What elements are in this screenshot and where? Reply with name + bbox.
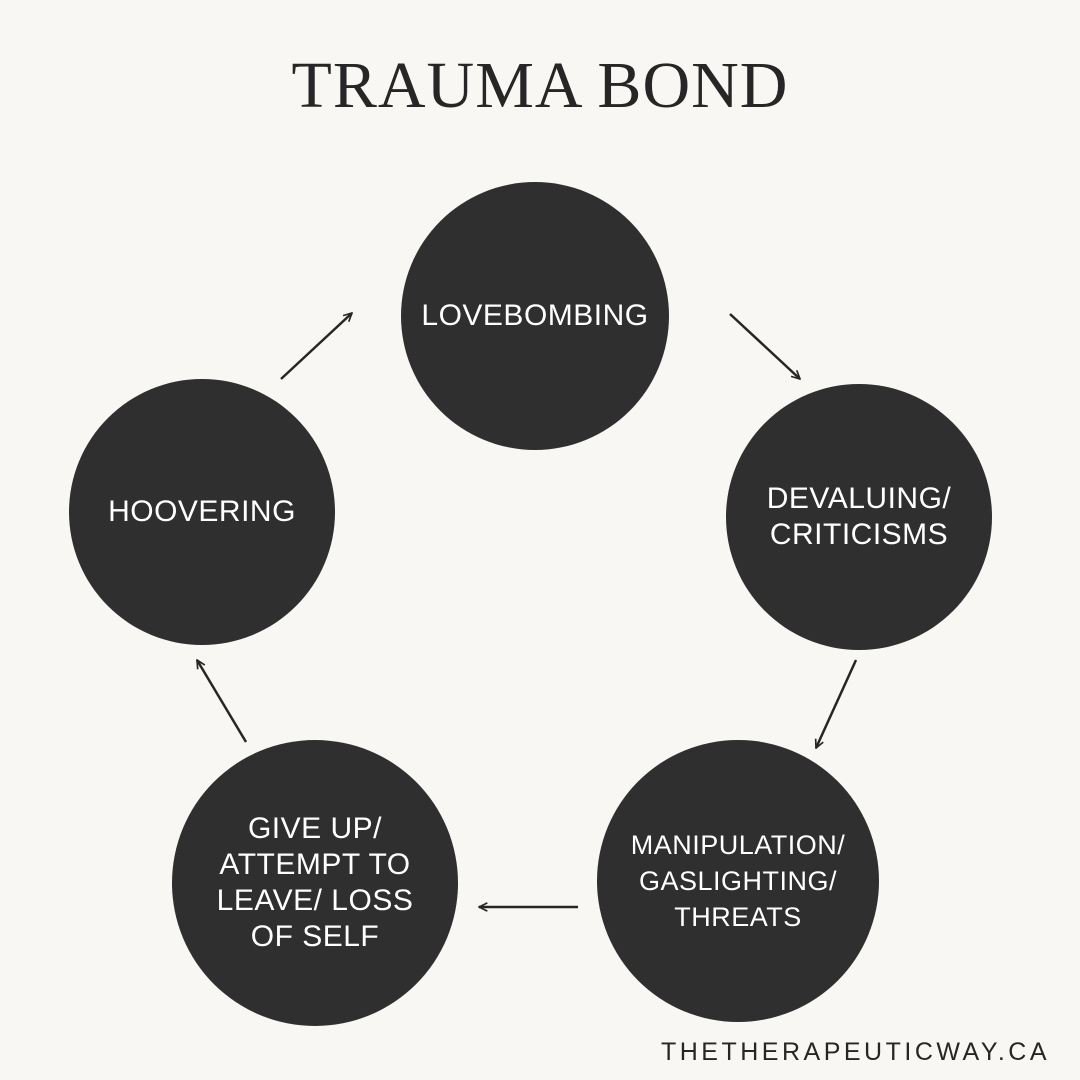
node-label-line: GASLIGHTING/ [638,866,838,896]
arrow-lovebombing-to-devaluing [729,313,800,379]
website-url: THETHERAPEUTICWAY.CA [660,1038,1050,1066]
arrow-devaluing-to-manipulation [816,659,858,748]
node-label: HOOVERING [108,494,296,530]
node-give-up-attempt-to-leave: GIVE UP/ ATTEMPT TO LEAVE/ LOSS OF SELF [172,740,458,1026]
node-label-line: HOOVERING [108,495,296,528]
node-devaluing-criticisms: DEVALUING/ CRITICISMS [726,384,992,650]
node-lovebombing: LOVEBOMBING [401,182,669,450]
arrow-giveup-to-hoovering [195,660,248,743]
node-label: MANIPULATION/ GASLIGHTING/ THREATS [631,827,846,935]
node-label: GIVE UP/ ATTEMPT TO LEAVE/ LOSS OF SELF [217,811,414,955]
node-label-line: MANIPULATION/ [630,830,846,860]
node-label: DEVALUING/ CRITICISMS [767,481,952,553]
node-label-line: ATTEMPT TO [219,848,411,881]
node-label-line: LEAVE/ LOSS [216,884,414,917]
node-label-line: THREATS [674,902,802,932]
node-hoovering: HOOVERING [69,379,335,645]
node-label-line: OF SELF [250,920,380,953]
node-label-line: CRITICISMS [769,518,949,551]
node-label-line: LOVEBOMBING [421,299,649,332]
node-label-line: GIVE UP/ [247,812,383,845]
node-label-line: DEVALUING/ [766,482,952,515]
arrow-hoovering-to-lovebombing [280,313,352,380]
node-label: LOVEBOMBING [421,298,648,334]
page-title: TRAUMA BOND [291,49,789,122]
node-manipulation-gaslighting-threats: MANIPULATION/ GASLIGHTING/ THREATS [597,740,879,1022]
